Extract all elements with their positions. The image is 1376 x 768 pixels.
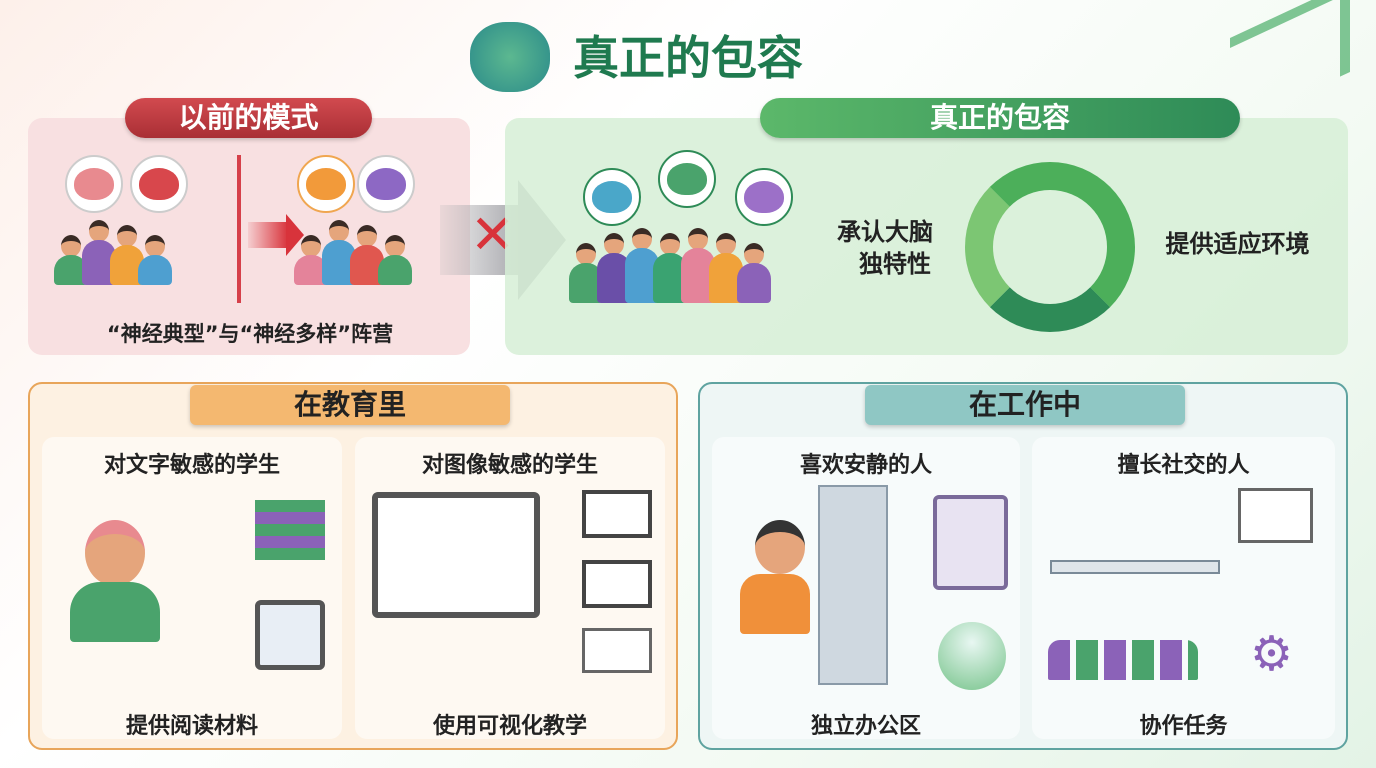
gears-icon: ⚙ xyxy=(1250,626,1294,682)
acknowledge-text-line2: 独特性 xyxy=(859,250,931,278)
brain-icon xyxy=(735,168,793,226)
cycle-arrows-icon xyxy=(965,162,1135,332)
growth-arrow-icon xyxy=(1230,0,1350,128)
monitor-chart-icon xyxy=(582,560,652,608)
nature-icon xyxy=(938,622,1006,690)
people-group-icon xyxy=(54,220,172,285)
diverse-people-group-icon xyxy=(569,228,771,303)
page-title: 真正的包容 xyxy=(573,31,803,85)
text-learner-title: 对文字敏感的学生 xyxy=(103,453,280,478)
whiteboard-icon xyxy=(372,492,540,618)
brain-icon xyxy=(130,155,188,213)
monitor-chart-icon xyxy=(582,490,652,538)
red-arrow-icon xyxy=(248,222,288,248)
text-learner-caption: 提供阅读材料 xyxy=(125,714,258,739)
quiet-worker-title: 喜欢安静的人 xyxy=(799,453,932,478)
accommodate-text: 提供适应环境 xyxy=(1165,230,1310,258)
student-reading-icon xyxy=(70,520,160,680)
brain-icon xyxy=(65,155,123,213)
divider-line xyxy=(237,155,241,303)
brain-network-icon xyxy=(470,22,550,92)
tablet-icon xyxy=(255,600,325,670)
work-header: 在工作中 xyxy=(865,385,1185,425)
social-worker-card xyxy=(1032,437,1335,739)
social-worker-title: 擅长社交的人 xyxy=(1117,453,1250,478)
brain-icon xyxy=(658,150,716,208)
person-at-desk-icon xyxy=(740,520,820,640)
red-arrow-head xyxy=(286,214,304,256)
whiteboard-icon xyxy=(1238,488,1313,543)
old-model-caption: “神经典型”与“神经多样”阵营 xyxy=(106,322,394,346)
social-worker-caption: 协作任务 xyxy=(1139,714,1228,739)
team-collaboration-icon xyxy=(1048,640,1198,680)
brain-icon xyxy=(297,155,355,213)
acknowledge-text-line1: 承认大脑 xyxy=(837,218,933,246)
education-header: 在教育里 xyxy=(190,385,510,425)
people-group-icon xyxy=(294,220,412,285)
quiet-worker-caption: 独立办公区 xyxy=(810,714,921,739)
books-icon xyxy=(255,500,325,560)
true-inclusion-header: 真正的包容 xyxy=(760,98,1240,138)
brain-icon xyxy=(583,168,641,226)
brain-icon xyxy=(357,155,415,213)
presentation-icon xyxy=(582,628,652,673)
phone-booth-icon xyxy=(933,495,1008,590)
old-model-header: 以前的模式 xyxy=(125,98,372,138)
partition-icon xyxy=(818,485,888,685)
visual-learner-caption: 使用可视化教学 xyxy=(432,714,587,739)
visual-learner-title: 对图像敏感的学生 xyxy=(421,453,598,478)
meeting-table-icon xyxy=(1050,560,1220,574)
